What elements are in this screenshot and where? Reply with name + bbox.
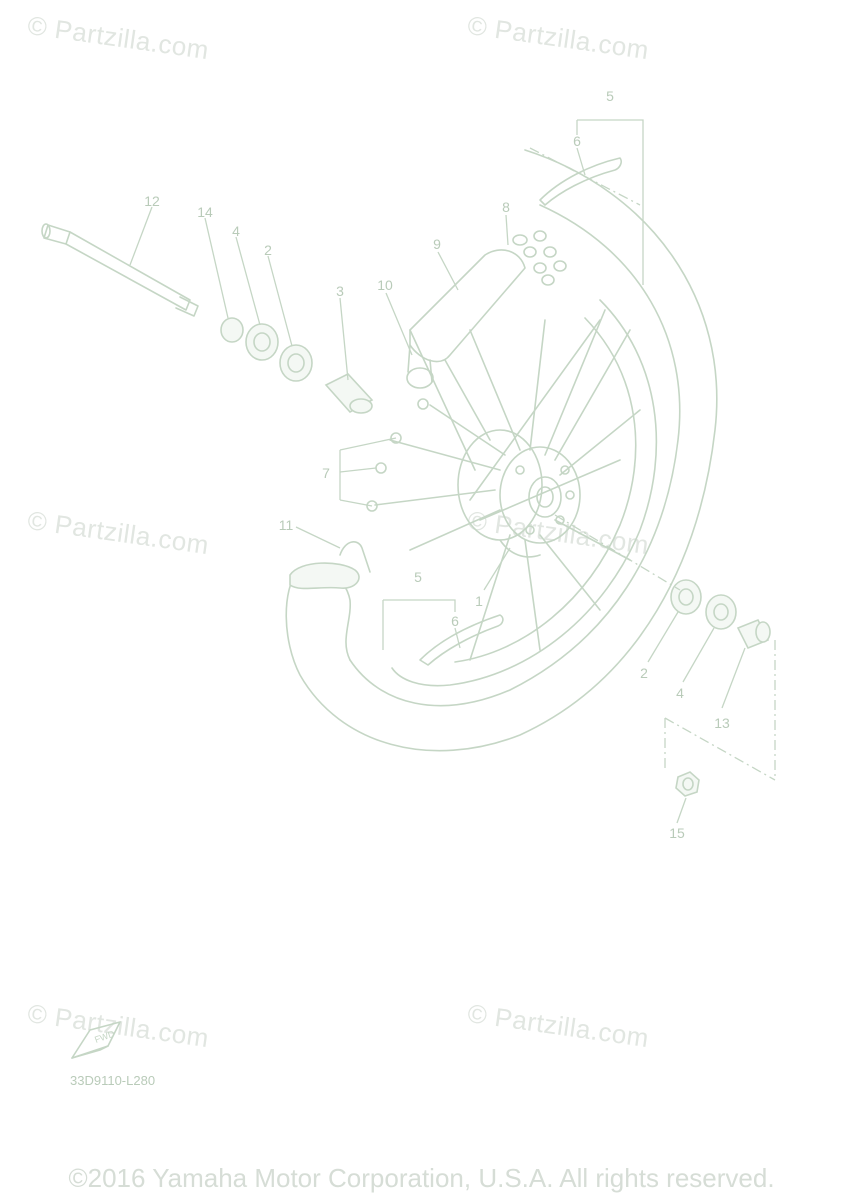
fwd-label: FWD: [93, 1028, 116, 1045]
tire-inner-outline: [349, 204, 681, 707]
oil-seal-bore: [253, 332, 271, 352]
part-8-cluster: [512, 230, 567, 286]
spoke-nipple: [366, 500, 378, 512]
hub-center: [528, 476, 562, 518]
rim-outline: [391, 299, 658, 687]
spokes: [374, 309, 641, 661]
oil-seal-left: [245, 323, 279, 361]
tire-outline: [285, 149, 718, 752]
callout-6-bottom: 6: [451, 613, 459, 629]
spoke-nipple: [390, 432, 402, 444]
assembly-axis-line: [554, 514, 681, 591]
axle-shoulder: [65, 231, 71, 245]
callout-5-top: 5: [606, 88, 614, 104]
hub-bolt-hole: [565, 490, 575, 500]
axle: [43, 224, 191, 311]
callout-13: 13: [714, 715, 730, 731]
rim-strip-top: [539, 157, 622, 206]
spoke-nipple: [375, 462, 387, 474]
collar-left: [220, 317, 244, 343]
fwd-arrow-icon: FWD: [71, 1021, 121, 1059]
callout-1: 1: [475, 593, 483, 609]
callout-14: 14: [197, 204, 213, 220]
rim-inner-outline: [454, 317, 637, 663]
callout-10: 10: [377, 277, 393, 293]
tube-valve: [289, 562, 360, 590]
hub-flange: [499, 446, 581, 544]
assembly-axis-line: [664, 717, 776, 781]
oil-seal-right-bore: [713, 603, 729, 621]
part-9-body: [409, 249, 526, 363]
bearing-right-bore: [678, 588, 694, 606]
oil-seal-right: [705, 594, 737, 630]
part-10-end: [406, 367, 434, 389]
callout-4-left: 4: [232, 223, 240, 239]
callout-12: 12: [144, 193, 160, 209]
hub-lower-flange: [499, 539, 541, 558]
callout-4-right: 4: [676, 685, 684, 701]
bearing-right: [670, 579, 702, 615]
axle-thread: [175, 296, 199, 317]
axle-head: [41, 223, 51, 239]
diagram-code: 33D9110-L280: [70, 1073, 156, 1088]
callout-2-left: 2: [264, 242, 272, 258]
rim-strip-bottom: [419, 614, 504, 666]
leader-lines: [129, 119, 746, 824]
collar-right-end: [755, 621, 771, 643]
copyright-notice: ©2016 Yamaha Motor Corporation, U.S.A. A…: [68, 1163, 775, 1193]
callout-8: 8: [502, 199, 510, 215]
callout-2-right: 2: [640, 665, 648, 681]
bearing-bore: [287, 353, 305, 373]
callout-7: 7: [322, 465, 330, 481]
callout-5-bottom: 5: [414, 569, 422, 585]
spacer-end: [349, 398, 373, 414]
callout-3: 3: [336, 283, 344, 299]
callout-9: 9: [433, 236, 441, 252]
hub-bolt-hole: [525, 525, 535, 535]
callout-6-top: 6: [573, 133, 581, 149]
hub-bolt-hole: [515, 465, 525, 475]
callout-11: 11: [279, 517, 294, 533]
callout-15: 15: [669, 825, 685, 841]
hub-axle-hole: [536, 486, 554, 508]
bearing-left: [279, 344, 313, 382]
assembly-axis-line: [529, 147, 641, 206]
valve-stem: [339, 541, 371, 573]
spoke-nipple: [417, 398, 429, 410]
hub-bolt-hole: [560, 465, 570, 475]
axle-nut-bore: [682, 777, 694, 791]
axle-nut: [675, 771, 700, 797]
